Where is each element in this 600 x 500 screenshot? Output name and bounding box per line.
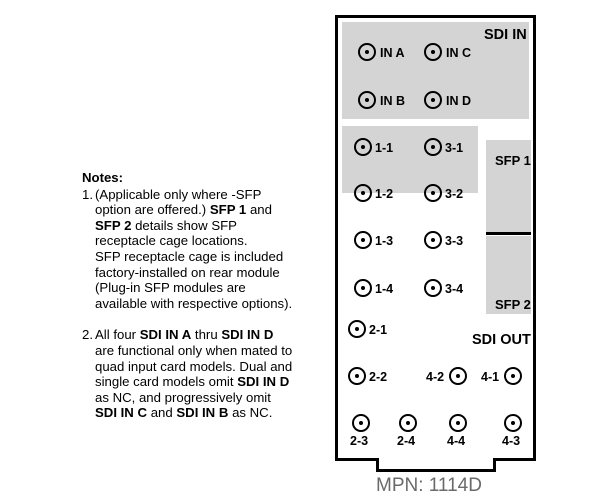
bnc-connector-icon xyxy=(352,414,370,432)
note-1: 1. (Applicable only where -SFP option ar… xyxy=(82,187,332,312)
sfp-divider xyxy=(486,232,531,235)
connector-label: 2-4 xyxy=(397,434,416,448)
notes-block: Notes: 1. (Applicable only where -SFP op… xyxy=(82,170,332,421)
connector-label: IN C xyxy=(446,46,471,60)
bnc-connector-icon xyxy=(358,43,376,61)
connector-label: 1-4 xyxy=(375,282,394,296)
bnc-connector-icon xyxy=(424,279,442,297)
note-2-line: SDI IN C and SDI IN B as NC. xyxy=(95,405,273,421)
connector-label: 1-2 xyxy=(375,187,394,201)
bnc-connector-icon xyxy=(354,138,372,156)
note-1-line: (Plug-in SFP modules are xyxy=(95,280,246,296)
connector-label: 2-3 xyxy=(350,434,369,448)
bnc-connector-icon xyxy=(348,320,366,338)
connector-label: IN B xyxy=(380,94,405,108)
note-2-number: 2. xyxy=(82,327,93,343)
note-2-text: All four SDI IN A thru SDI IN D are func… xyxy=(95,327,332,421)
bnc-connector-icon xyxy=(348,367,366,385)
connector-label: 3-1 xyxy=(445,141,464,155)
bnc-connector-icon xyxy=(354,231,372,249)
note-1-line: SFP receptacle cage is included xyxy=(95,248,284,264)
bnc-connector-icon xyxy=(449,367,467,385)
connector-label: 3-3 xyxy=(445,234,464,248)
note-1-line: (Applicable only where -SFP xyxy=(95,186,262,202)
bnc-connector-icon xyxy=(424,184,442,202)
note-2-line: All four SDI IN A thru SDI IN D xyxy=(95,327,274,343)
sdi-out-region xyxy=(342,126,478,193)
bnc-connector-icon xyxy=(424,91,442,109)
note-1-line: receptacle cage locations. xyxy=(95,233,248,249)
bnc-connector-icon xyxy=(424,138,442,156)
note-2-line: single card models omit SDI IN D xyxy=(95,374,290,390)
bnc-connector-icon xyxy=(504,414,522,432)
bnc-connector-icon xyxy=(424,43,442,61)
notes-title: Notes: xyxy=(82,170,124,185)
model-part-number: MPN: 1114D xyxy=(376,475,482,496)
connector-label: IN A xyxy=(380,46,405,60)
sfp2-label: SFP 2 xyxy=(495,297,531,312)
note-1-number: 1. xyxy=(82,186,93,202)
connector-label: 4-3 xyxy=(502,434,521,448)
bnc-connector-icon xyxy=(449,414,467,432)
bnc-connector-icon xyxy=(504,367,522,385)
bnc-connector-icon xyxy=(358,91,376,109)
note-1-line: option are offered.) SFP 1 and xyxy=(95,202,272,218)
sdi-out-title: SDI OUT xyxy=(472,332,531,348)
connector-label: 1-1 xyxy=(375,141,394,155)
connector-label: 2-2 xyxy=(369,370,388,384)
note-1-line: SFP 2 details show SFP xyxy=(95,217,237,233)
bnc-connector-icon xyxy=(354,279,372,297)
note-2-line: as NC, and progressively omit xyxy=(95,389,271,405)
connector-label: 3-4 xyxy=(445,282,464,296)
connector-label: 4-1 xyxy=(481,370,500,384)
sfp2-region xyxy=(486,236,531,314)
note-1-text: (Applicable only where -SFP option are o… xyxy=(95,187,332,312)
connector-label: 4-4 xyxy=(447,434,466,448)
connector-label: 2-1 xyxy=(369,323,388,337)
sfp1-label: SFP 1 xyxy=(495,153,531,168)
sfp1-region xyxy=(486,140,531,232)
bnc-connector-icon xyxy=(424,231,442,249)
connector-label: 4-2 xyxy=(426,370,445,384)
note-2-line: quad input card models. Dual and xyxy=(95,358,293,374)
note-2-line: are functional only when mated to xyxy=(95,342,293,358)
sdi-in-title: SDI IN xyxy=(484,27,527,43)
bnc-connector-icon xyxy=(399,414,417,432)
connector-label: IN D xyxy=(446,94,471,108)
connector-label: 3-2 xyxy=(445,187,464,201)
bnc-connector-icon xyxy=(354,184,372,202)
note-2: 2. All four SDI IN A thru SDI IN D are f… xyxy=(82,327,332,421)
note-1-line: factory-installed on rear module xyxy=(95,264,280,280)
connector-label: 1-3 xyxy=(375,234,394,248)
note-1-line: available with respective options). xyxy=(95,295,293,311)
module-bottom-tab xyxy=(376,458,496,472)
